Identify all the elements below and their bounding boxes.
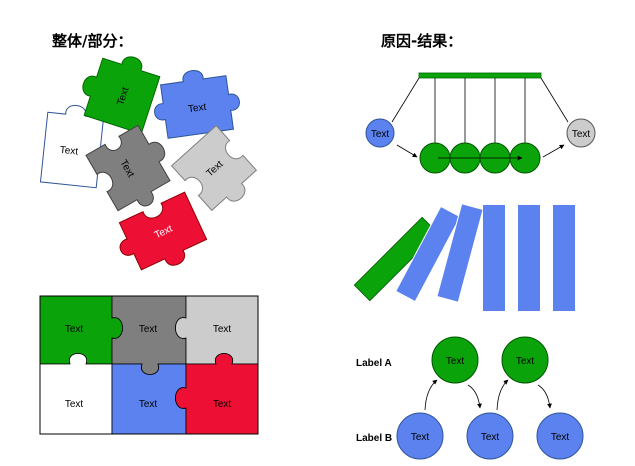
assembled-puzzle: Text Text Text Text Text Text bbox=[39, 295, 259, 435]
flow-arrow-1 bbox=[424, 379, 438, 411]
flow-arrow-4 bbox=[537, 384, 552, 409]
flow-text-b1: Text bbox=[411, 432, 430, 443]
flow-arrow-2 bbox=[467, 384, 482, 409]
flow-node-b1 bbox=[396, 412, 444, 460]
grid-piece-red bbox=[175, 353, 259, 435]
puzzle-piece-green: Text bbox=[82, 56, 161, 135]
puzzle-piece-white: Text bbox=[39, 104, 105, 189]
domino-blue-5 bbox=[553, 205, 575, 311]
cradle-arrow-out bbox=[542, 144, 565, 158]
flow-node-a1 bbox=[431, 336, 479, 384]
cradle-ball-left bbox=[365, 118, 395, 148]
label-b: Label B bbox=[356, 433, 392, 444]
label-a: Label A bbox=[356, 358, 392, 369]
scattered-puzzle: Text Text Text Text Text Text bbox=[39, 56, 258, 271]
grid-piece-gray bbox=[111, 295, 187, 375]
grid-border bbox=[39, 295, 259, 435]
flow-text-a2: Text bbox=[516, 356, 535, 367]
flow-text-b3: Text bbox=[551, 432, 570, 443]
puzzle-piece-lightgray: Text bbox=[170, 124, 258, 212]
grid-piece-white bbox=[39, 353, 113, 435]
domino-blue-4 bbox=[518, 205, 540, 311]
domino-green bbox=[353, 216, 439, 302]
domino-blue-2 bbox=[436, 203, 484, 303]
grid-text-white: Text bbox=[65, 399, 84, 410]
piece-green-text: Text bbox=[115, 86, 131, 107]
flow-node-a2 bbox=[501, 336, 549, 384]
newtons-cradle: Text Text bbox=[365, 72, 596, 174]
grid-text-gray: Text bbox=[139, 324, 158, 335]
puzzle-piece-gray: Text bbox=[85, 124, 171, 212]
grid-text-blue: Text bbox=[139, 399, 158, 410]
cradle-left-text: Text bbox=[371, 129, 390, 140]
grid-text-lightgray: Text bbox=[213, 324, 232, 335]
flow-node-b3 bbox=[536, 412, 584, 460]
flow-text-a1: Text bbox=[446, 356, 465, 367]
cradle-ball-right bbox=[566, 118, 596, 148]
flow-text-b2: Text bbox=[481, 432, 500, 443]
dominoes bbox=[353, 203, 575, 311]
cause-effect-title: 原因-结果： bbox=[381, 32, 463, 50]
cradle-bar bbox=[418, 72, 542, 79]
puzzle-piece-blue: Text bbox=[154, 70, 240, 139]
piece-white-text: Text bbox=[59, 145, 79, 158]
piece-blue-text: Text bbox=[187, 102, 207, 115]
grid-text-red: Text bbox=[213, 399, 232, 410]
domino-blue-1 bbox=[395, 205, 461, 303]
domino-blue-3 bbox=[483, 205, 505, 311]
whole-part-title: 整体/部分： bbox=[52, 32, 133, 50]
cradle-right-text: Text bbox=[572, 129, 591, 140]
cradle-arrow-in bbox=[396, 144, 418, 158]
flow-node-b2 bbox=[466, 412, 514, 460]
grid-text-green: Text bbox=[65, 324, 84, 335]
alternating-flow: Label A Label B Text Text Text Text Text bbox=[356, 336, 584, 460]
puzzle-piece-red: Text bbox=[118, 191, 208, 271]
flow-arrow-3 bbox=[496, 379, 509, 411]
